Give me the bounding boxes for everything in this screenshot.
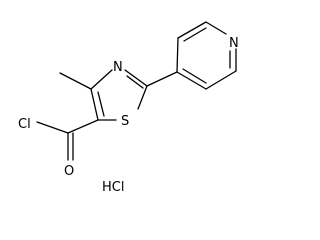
atom-label-oxygen: O bbox=[64, 164, 74, 179]
bond-c5-c4 bbox=[90, 88, 99, 121]
molecule-structure: Cl O S N N HCl bbox=[18, 21, 239, 195]
bond-n3-c2-inner bbox=[126, 75, 144, 89]
bond-c5-c4-inner bbox=[97, 91, 105, 117]
bond-c5-carbonyl bbox=[67, 119, 99, 134]
bond-py-c5-c4 bbox=[176, 71, 207, 90]
bond-py-c2-n1 bbox=[205, 21, 227, 35]
bond-n3-c2 bbox=[124, 69, 148, 87]
salt-label: HCl bbox=[102, 180, 124, 195]
atom-label-sulfur: S bbox=[121, 114, 129, 129]
bond-py-c5-c4-inner bbox=[182, 68, 207, 84]
bond-thiazole-pyridine bbox=[146, 71, 178, 87]
bond-c2-s1 bbox=[137, 85, 148, 110]
bond-py-c6-c5 bbox=[205, 70, 237, 90]
bond-py-c3-c2-inner bbox=[183, 27, 207, 42]
bond-c4-methyl bbox=[59, 72, 92, 90]
bond-c4-n3 bbox=[90, 69, 113, 90]
bond-py-c3-c2 bbox=[177, 21, 207, 39]
bond-py-c4-c3 bbox=[176, 37, 179, 73]
atom-label-pyridine-nitrogen: N bbox=[229, 36, 239, 51]
atom-label-chlorine: Cl bbox=[18, 117, 31, 132]
bond-carbonyl-cl bbox=[36, 121, 69, 134]
atom-label-thiazole-nitrogen: N bbox=[113, 60, 123, 75]
